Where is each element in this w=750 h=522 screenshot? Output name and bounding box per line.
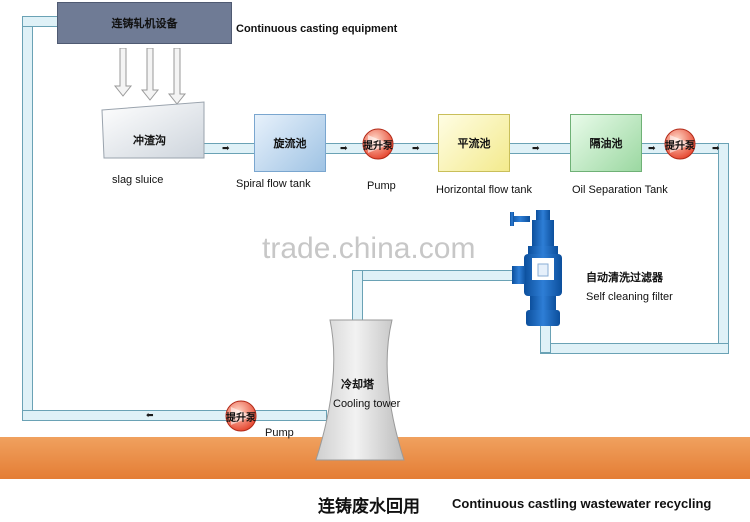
watermark: trade.china.com: [262, 232, 476, 265]
pump-2-icon: [664, 128, 696, 160]
self-cleaning-filter-icon: [510, 210, 562, 326]
pump-3: 提升泵: [225, 400, 257, 432]
pump-2-label-zh: 提升泵: [665, 140, 695, 152]
spiral-flow-tank-label-zh: 旋流池: [273, 138, 307, 150]
casting-equipment-box: 连铸轧机设备: [57, 2, 232, 44]
oil-separation-tank-label-zh: 隔油池: [589, 138, 623, 150]
slag-sluice-shape: [101, 101, 205, 159]
pump-1: 提升泵: [362, 128, 394, 160]
flow-arrow: ➡: [222, 143, 230, 153]
casting-equipment-label-zh: 连铸轧机设备: [111, 18, 178, 30]
pipe-to-tower-vertical: [352, 270, 363, 325]
flow-arrow: ➡: [712, 143, 720, 153]
cooling-tower-icon: [315, 319, 405, 461]
flow-arrow: ⬅: [146, 410, 154, 420]
oil-separation-tank: 隔油池: [570, 114, 642, 172]
spiral-flow-tank: 旋流池: [254, 114, 326, 172]
pipe-top-left: [22, 16, 58, 27]
casting-equipment-label-en: Continuous casting equipment: [236, 23, 398, 35]
pump-1-label-en: Pump: [367, 180, 396, 192]
oil-separation-tank-label-en: Oil Separation Tank: [572, 184, 668, 196]
horizontal-flow-tank-label-zh: 平流池: [457, 138, 491, 150]
horizontal-flow-tank: 平流池: [438, 114, 510, 172]
flow-arrow: ➡: [532, 143, 540, 153]
cooling-tower-label-zh: 冷却塔: [341, 379, 374, 391]
flow-arrow: ➡: [412, 143, 420, 153]
cooling-tower-label-en: Cooling tower: [333, 398, 401, 410]
slag-flow-arrows: [113, 48, 187, 105]
pump-1-icon: [362, 128, 394, 160]
pipe-bottom-return: [22, 410, 327, 421]
pump-3-icon: [225, 400, 257, 432]
pipe-right-vertical: [718, 143, 729, 353]
pump-3-label-zh: 提升泵: [226, 412, 256, 424]
flow-arrow: ➡: [340, 143, 348, 153]
pipe-to-tower-horizontal: [352, 270, 517, 281]
pump-1-label-zh: 提升泵: [363, 140, 393, 152]
slag-sluice-label-en: slag sluice: [112, 174, 164, 186]
pipe-right-bottom: [540, 343, 729, 354]
pump-2: 提升泵: [664, 128, 696, 160]
pump-3-label-en: Pump: [265, 427, 294, 439]
slag-sluice-label-zh: 冲渣沟: [133, 135, 166, 147]
diagram-title-zh: 连铸废水回用: [318, 497, 420, 516]
pipe-left-vertical: [22, 16, 33, 420]
flow-arrow: ➡: [648, 143, 656, 153]
horizontal-flow-tank-label-en: Horizontal flow tank: [436, 184, 532, 196]
diagram-title-en: Continuous castling wastewater recycling: [452, 496, 712, 511]
self-cleaning-filter-label-en: Self cleaning filter: [586, 291, 673, 303]
self-cleaning-filter-label-zh: 自动清洗过滤器: [586, 272, 663, 284]
spiral-flow-tank-label-en: Spiral flow tank: [236, 178, 311, 190]
